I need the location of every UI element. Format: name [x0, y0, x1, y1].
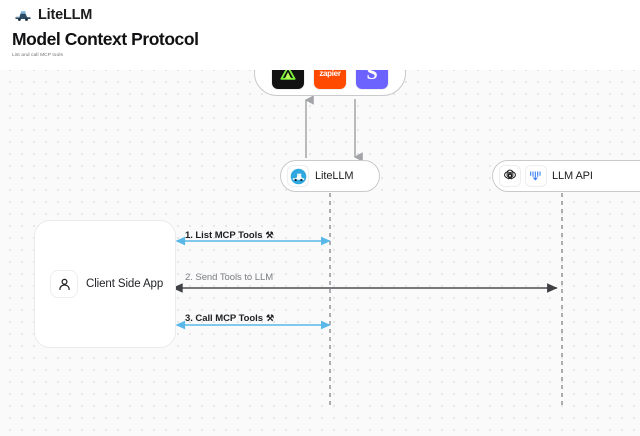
openai-logo-icon — [500, 166, 520, 186]
litellm-node[interactable]: LiteLLM — [280, 160, 380, 192]
client-side-app-label: Client Side App — [86, 278, 164, 290]
hammer-and-pick-icon: ⚒ — [265, 313, 275, 323]
llm-api-node[interactable]: LLM API — [492, 160, 640, 192]
edge-label-list-mcp-tools: 1. List MCP Tools ⚒ — [185, 230, 274, 241]
hammer-and-pick-icon: ⚒ — [265, 230, 274, 240]
edge-label-call-mcp-tools: 3. Call MCP Tools ⚒ — [185, 313, 274, 324]
app-header: LiteLLM Model Context Protocol List and … — [0, 0, 640, 70]
vertex-ai-logo-icon — [526, 166, 546, 186]
page-subtitle: List and call MCP tools — [12, 53, 64, 58]
litellm-node-label: LiteLLM — [315, 170, 354, 182]
litellm-avatar-icon — [288, 166, 308, 186]
edge-1-text: 1. List MCP Tools — [185, 230, 263, 241]
zapier-wordmark: zapier — [319, 68, 341, 78]
edge-2-text: 2. Send Tools to LLM — [185, 272, 274, 283]
page-title: Model Context Protocol — [12, 29, 199, 49]
client-side-app-node[interactable]: Client Side App — [34, 220, 176, 348]
edge-3-text: 3. Call MCP Tools — [185, 313, 263, 324]
user-person-icon — [51, 271, 77, 297]
llm-api-node-label: LLM API — [552, 170, 593, 182]
slack-s-glyph: S — [366, 62, 378, 84]
edge-label-send-tools-to-llm: 2. Send Tools to LLM — [185, 272, 273, 283]
litellm-truck-logo-icon — [14, 6, 32, 24]
brand[interactable]: LiteLLM — [14, 6, 92, 24]
brand-name: LiteLLM — [38, 7, 93, 23]
